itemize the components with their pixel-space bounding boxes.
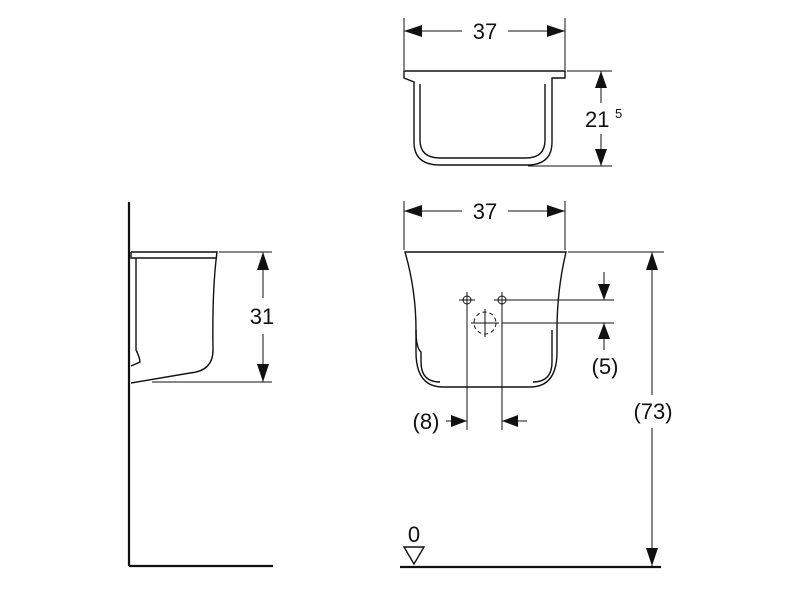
side-view: 31 <box>127 202 274 568</box>
side-basin-rim <box>130 252 217 259</box>
top-height-arrow-bottom <box>595 149 607 166</box>
offset-arrow-top <box>598 284 610 300</box>
side-height-arrow-top <box>257 252 269 270</box>
spacing-arrow-left <box>451 415 467 427</box>
side-height-label: 31 <box>250 304 274 329</box>
top-height-label-sup: 5 <box>615 106 622 121</box>
spacing-label: (8) <box>413 409 440 434</box>
front-basin-body <box>404 251 567 388</box>
floor-level-marker <box>402 546 426 566</box>
top-view-bowl <box>419 84 546 159</box>
front-basin-inner <box>415 329 441 383</box>
front-width-label: 37 <box>473 199 497 224</box>
total-height-label: (73) <box>633 399 672 424</box>
offset-label: (5) <box>592 354 619 379</box>
front-basin-inner-right <box>532 330 553 383</box>
total-height-arrow-bottom <box>646 548 658 566</box>
spacing-arrow-right <box>502 415 518 427</box>
front-width-arrow-left <box>404 205 422 217</box>
top-width-arrow-left <box>404 25 422 37</box>
side-basin-inner <box>130 258 141 367</box>
top-view-rim <box>403 70 566 166</box>
top-view: 37 21 5 <box>403 18 622 167</box>
offset-arrow-bottom <box>598 323 610 339</box>
drain-hole <box>471 309 499 337</box>
front-view: 37 (5) (8) <box>400 199 673 569</box>
side-height-arrow-bottom <box>257 364 269 382</box>
front-width-arrow-right <box>547 205 565 217</box>
top-height-arrow-top <box>595 71 607 88</box>
top-width-label: 37 <box>473 19 497 44</box>
floor-level-label: 0 <box>408 522 420 547</box>
total-height-arrow-top <box>646 252 658 270</box>
top-height-label: 21 <box>585 107 609 132</box>
side-basin-body <box>130 251 218 384</box>
top-width-arrow-right <box>547 25 565 37</box>
